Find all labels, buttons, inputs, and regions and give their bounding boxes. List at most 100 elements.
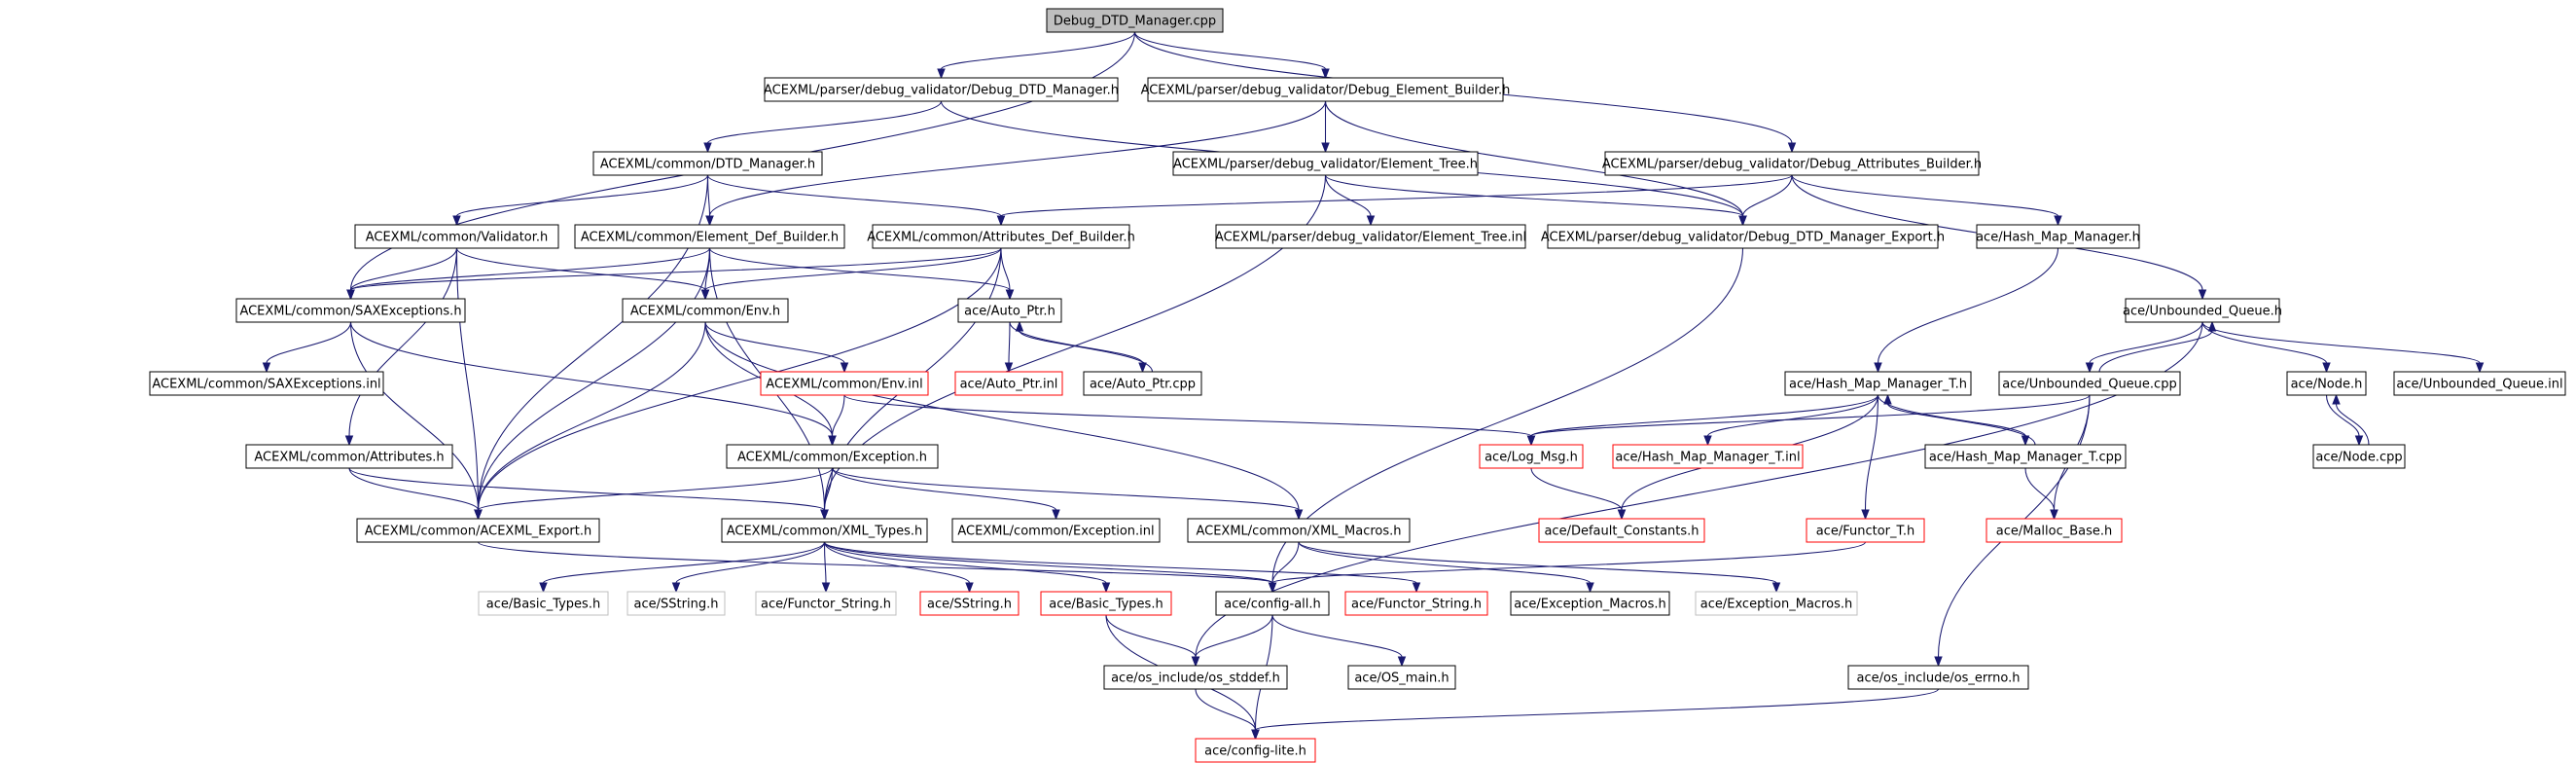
- arrowhead-icon: [344, 435, 354, 447]
- file-node-exception-macros-h-ext[interactable]: ace/Exception_Macros.h: [1695, 591, 1858, 616]
- file-node-xml-macros-h[interactable]: ACEXML/common/XML_Macros.h: [1187, 518, 1411, 543]
- edge-line: [1324, 100, 1744, 217]
- edge-line: [2024, 467, 2056, 511]
- file-node-log-msg-h[interactable]: ace/Log_Msg.h: [1479, 444, 1584, 469]
- edge-dbg_attr_builder_h-to-attr_def_builder_h: [996, 174, 1793, 227]
- arrowhead-icon: [539, 582, 548, 594]
- file-node-element-tree-h[interactable]: ACEXML/parser/debug_validator/Element_Tr…: [1172, 151, 1479, 176]
- edge-os_errno_h-to-config_lite_h: [1251, 688, 1940, 741]
- file-node-hash-map-mgr-t-h[interactable]: ace/Hash_Map_Manager_T.h: [1784, 371, 1972, 396]
- node-box: [245, 444, 453, 469]
- edge-unbounded_queue_cpp-to-unbounded_queue_h: [2098, 320, 2217, 373]
- node-box: [1604, 151, 1980, 176]
- file-node-root: Debug_DTD_Manager.cpp: [1046, 8, 1224, 33]
- edge-line: [1791, 174, 2059, 217]
- node-label: ACEXML/common/SAXExceptions.inl: [152, 378, 380, 392]
- file-node-dbg-dtd-mgr-h[interactable]: ACEXML/parser/debug_validator/Debug_DTD_…: [764, 77, 1119, 102]
- file-node-element-tree-inl[interactable]: ACEXML/parser/debug_validator/Element_Tr…: [1215, 224, 1526, 249]
- file-node-attr-def-builder-h[interactable]: ACEXML/common/Attributes_Def_Builder.h: [867, 224, 1135, 249]
- edge-line: [455, 247, 706, 291]
- node-label: ACEXML/common/Validator.h: [366, 231, 549, 245]
- file-node-config-all-h[interactable]: ace/config-all.h: [1215, 591, 1330, 616]
- file-node-dbg-export-h[interactable]: ACEXML/parser/debug_validator/Debug_DTD_…: [1541, 224, 1945, 249]
- file-node-malloc-base-h[interactable]: ace/Malloc_Base.h: [1986, 518, 2123, 543]
- file-node-dbg-elem-builder-h[interactable]: ACEXML/parser/debug_validator/Debug_Elem…: [1141, 77, 1511, 102]
- arrowhead-icon: [1321, 142, 1330, 154]
- arrowhead-icon: [1321, 68, 1330, 80]
- file-node-validator-h[interactable]: ACEXML/common/Validator.h: [354, 224, 559, 249]
- arrowhead-icon: [262, 362, 271, 374]
- node-label: ace/Unbounded_Queue.cpp: [2002, 378, 2176, 392]
- arrowhead-icon: [1883, 393, 1892, 405]
- file-node-node-cpp[interactable]: ace/Node.cpp: [2312, 444, 2406, 469]
- file-node-xml-types-h[interactable]: ACEXML/common/XML_Types.h: [721, 518, 928, 543]
- file-node-env-h[interactable]: ACEXML/common/Env.h: [622, 298, 789, 323]
- edge-line: [823, 541, 827, 584]
- file-node-functor-t-h[interactable]: ace/Functor_T.h: [1806, 518, 1925, 543]
- file-node-default-constants-h[interactable]: ace/Default_Constants.h: [1538, 518, 1705, 543]
- edge-env_h-to-env_inl: [704, 321, 849, 374]
- edge-xml_macros_h-to-exception_macros_h: [1298, 541, 1594, 594]
- edge-line: [349, 247, 458, 291]
- file-node-sstring-h-ext[interactable]: ace/SString.h: [626, 591, 726, 616]
- arrowhead-icon: [452, 215, 461, 227]
- node-label: ace/Exception_Macros.h: [1700, 598, 1852, 612]
- file-node-auto-ptr-cpp[interactable]: ace/Auto_Ptr.cpp: [1083, 371, 1202, 396]
- file-node-sax-exc-inl[interactable]: ACEXML/common/SAXExceptions.inl: [149, 371, 384, 396]
- file-node-os-stddef-h[interactable]: ace/os_include/os_stddef.h: [1103, 665, 1288, 690]
- file-node-functor-string-h-ext[interactable]: ace/Functor_String.h: [755, 591, 897, 616]
- edge-line: [823, 541, 1417, 584]
- edge-auto_ptr_h-to-auto_ptr_cpp: [1009, 321, 1147, 374]
- file-node-node-h[interactable]: ace/Node.h: [2286, 371, 2367, 396]
- edge-basic_types_h-to-os_stddef_h: [1105, 614, 1200, 668]
- file-node-hash-map-mgr-t-inl[interactable]: ace/Hash_Map_Manager_T.inl: [1612, 444, 1804, 469]
- file-node-elem-def-builder-h[interactable]: ACEXML/common/Element_Def_Builder.h: [574, 224, 845, 249]
- arrowhead-icon: [1294, 509, 1304, 521]
- arrowhead-icon: [840, 362, 849, 374]
- file-node-os-main-h[interactable]: ace/OS_main.h: [1347, 665, 1456, 690]
- edge-line: [455, 174, 709, 217]
- edge-line: [1530, 394, 2091, 437]
- edge-line: [708, 100, 1327, 217]
- arrowhead-icon: [965, 582, 974, 594]
- file-node-acexml-export-h[interactable]: ACEXML/common/ACEXML_Export.h: [356, 518, 600, 543]
- edge-line: [2201, 321, 2328, 364]
- file-node-unbounded-queue-h[interactable]: ace/Unbounded_Queue.h: [2123, 298, 2282, 323]
- file-node-basic-types-h-ext[interactable]: ace/Basic_Types.h: [478, 591, 609, 616]
- edge-line: [266, 321, 352, 364]
- file-node-os-errno-h[interactable]: ace/os_include/os_errno.h: [1847, 665, 2029, 690]
- node-label: ace/os_include/os_stddef.h: [1111, 672, 1280, 686]
- file-node-hash-map-mgr-h[interactable]: ace/Hash_Map_Manager.h: [1976, 224, 2140, 249]
- file-node-hash-map-mgr-t-cpp[interactable]: ace/Hash_Map_Manager_T.cpp: [1924, 444, 2127, 469]
- file-node-sax-exc-h[interactable]: ACEXML/common/SAXExceptions.h: [235, 298, 466, 323]
- file-node-unbounded-queue-inl[interactable]: ace/Unbounded_Queue.inl: [2393, 371, 2566, 396]
- file-node-config-lite-h[interactable]: ace/config-lite.h: [1195, 738, 1316, 763]
- file-node-attributes-h[interactable]: ACEXML/common/Attributes.h: [245, 444, 453, 469]
- node-box: [1215, 224, 1526, 249]
- file-node-basic-types-h[interactable]: ace/Basic_Types.h: [1040, 591, 1172, 616]
- edge-auto_ptr_h-to-auto_ptr_inl: [1004, 321, 1014, 374]
- node-box: [1479, 444, 1584, 469]
- node-label: ace/Hash_Map_Manager_T.inl: [1615, 451, 1800, 465]
- arrowhead-icon: [2207, 320, 2217, 332]
- file-node-dbg-attr-builder-h[interactable]: ACEXML/parser/debug_validator/Debug_Attr…: [1602, 151, 1982, 176]
- file-node-unbounded-queue-cpp[interactable]: ace/Unbounded_Queue.cpp: [1998, 371, 2181, 396]
- edge-line: [704, 321, 845, 364]
- node-label: ace/Hash_Map_Manager.h: [1976, 231, 2140, 245]
- edge-line: [2098, 330, 2213, 373]
- file-node-functor-string-h[interactable]: ace/Functor_String.h: [1344, 591, 1488, 616]
- edge-unbounded_queue_cpp-to-log_msg_h: [1526, 394, 2091, 447]
- node-box: [356, 518, 600, 543]
- file-node-env-inl[interactable]: ACEXML/common/Env.inl: [760, 371, 929, 396]
- file-node-exception-inl[interactable]: ACEXML/common/Exception.inl: [951, 518, 1161, 543]
- file-node-auto-ptr-inl[interactable]: ace/Auto_Ptr.inl: [954, 371, 1063, 396]
- node-label: ace/os_include/os_errno.h: [1857, 672, 2021, 686]
- file-node-auto-ptr-h[interactable]: ace/Auto_Ptr.h: [957, 298, 1062, 323]
- file-node-exception-h[interactable]: ACEXML/common/Exception.h: [726, 444, 939, 469]
- arrowhead-icon: [2354, 435, 2364, 447]
- arrowhead-icon: [2050, 509, 2058, 521]
- file-node-sstring-h[interactable]: ace/SString.h: [919, 591, 1020, 616]
- file-node-dtd-mgr-h[interactable]: ACEXML/common/DTD_Manager.h: [592, 151, 823, 176]
- node-label: ace/SString.h: [927, 598, 1012, 612]
- file-node-exception-macros-h[interactable]: ace/Exception_Macros.h: [1510, 591, 1670, 616]
